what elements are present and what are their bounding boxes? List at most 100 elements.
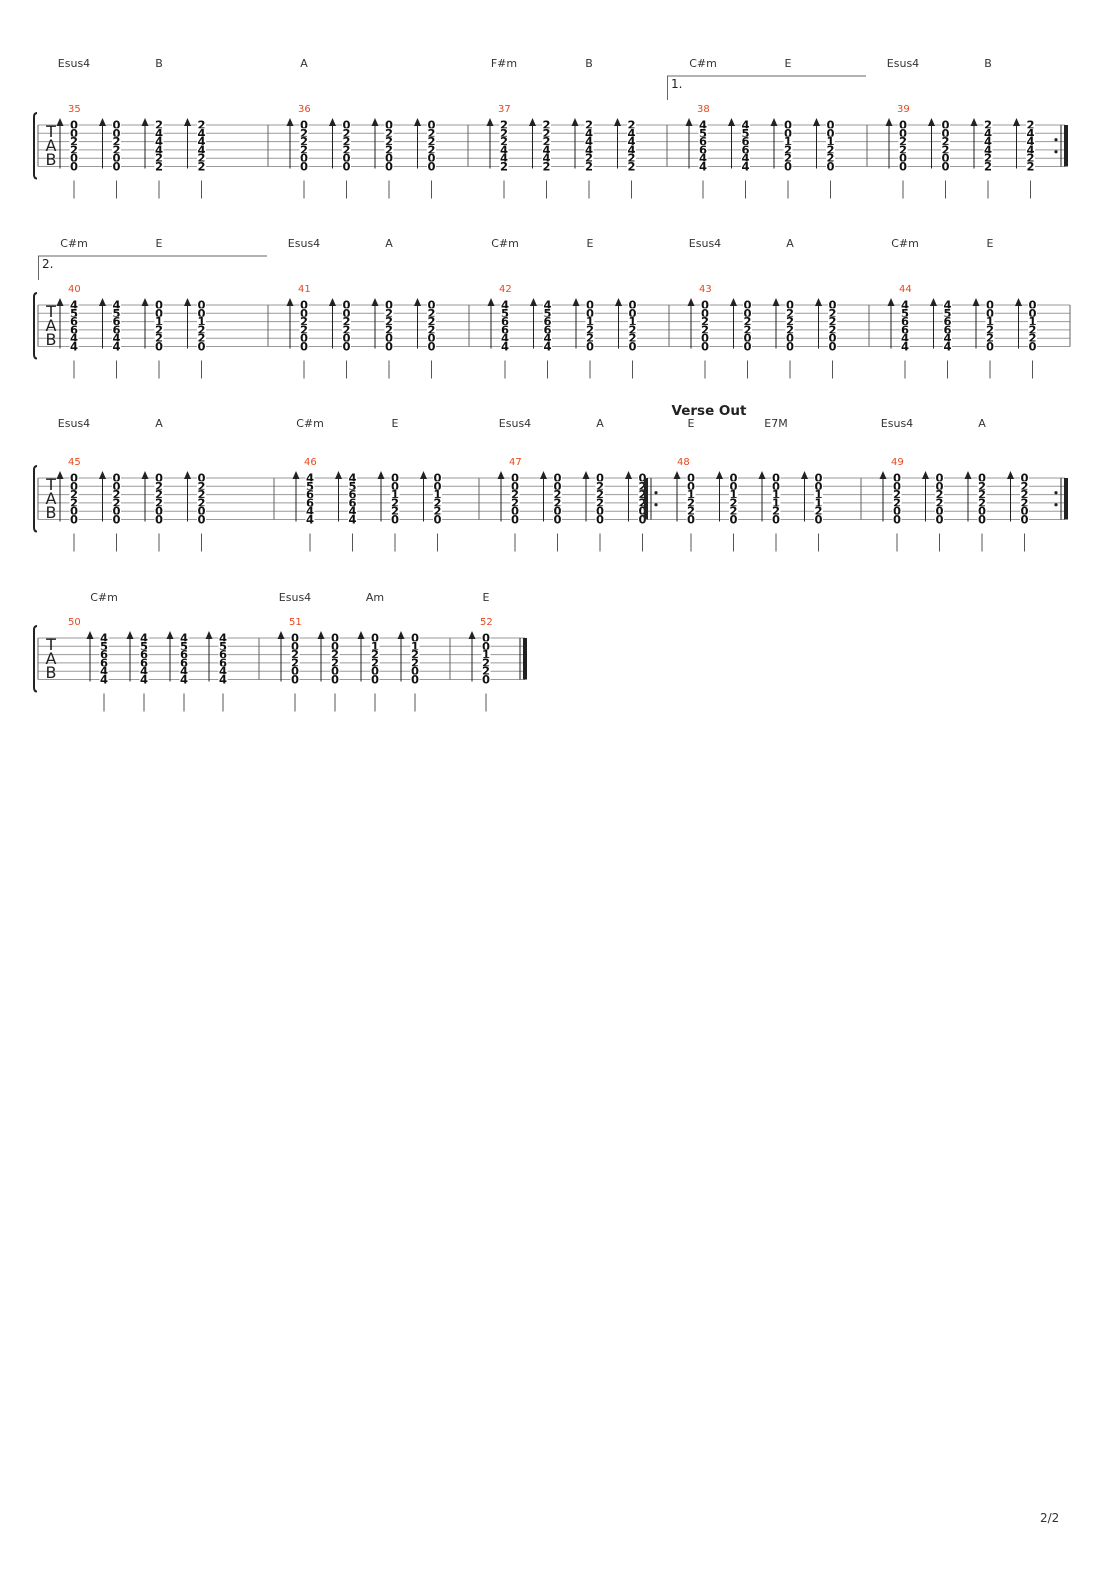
fret-number: 1 bbox=[784, 135, 792, 149]
measure-number: 40 bbox=[68, 284, 81, 295]
strum-arrow-icon bbox=[885, 118, 893, 126]
fret-number: 0 bbox=[893, 513, 901, 527]
chord-symbol: A bbox=[300, 57, 308, 70]
fret-bg bbox=[785, 316, 795, 327]
fret-bg bbox=[543, 333, 552, 344]
fret-number: 0 bbox=[300, 298, 308, 312]
fret-bg bbox=[729, 481, 738, 492]
fret-bg bbox=[197, 473, 206, 483]
strum-arrow-icon bbox=[540, 471, 547, 479]
fret-bg bbox=[139, 674, 149, 685]
fret-bg bbox=[510, 497, 520, 508]
fret-number: 1 bbox=[814, 496, 822, 510]
fret-bg bbox=[112, 324, 121, 335]
fret-bg bbox=[218, 649, 228, 660]
fret-number: 2 bbox=[197, 331, 205, 345]
fret-number: 4 bbox=[543, 298, 551, 312]
strum-arrow-icon bbox=[970, 118, 978, 126]
fret-bg bbox=[410, 674, 420, 685]
fret-bg bbox=[741, 136, 750, 147]
fret-bg bbox=[1020, 481, 1029, 492]
fret-number: 5 bbox=[699, 126, 707, 140]
strum-arrow-icon bbox=[377, 471, 385, 479]
fret-number: 6 bbox=[901, 323, 909, 337]
fret-bg bbox=[290, 657, 300, 668]
volta-number: 2. bbox=[42, 257, 53, 271]
fret-number: 2 bbox=[427, 306, 435, 320]
fret-bg bbox=[698, 120, 708, 130]
fret-number: 0 bbox=[893, 479, 901, 493]
fret-number: 4 bbox=[219, 664, 227, 678]
fret-bg bbox=[342, 153, 351, 164]
fret-number: 2 bbox=[1020, 496, 1028, 510]
fret-number: 2 bbox=[978, 496, 986, 510]
fret-bg bbox=[785, 308, 795, 319]
fret-bg bbox=[348, 489, 357, 500]
fret-number: 2 bbox=[385, 323, 393, 337]
fret-number: 2 bbox=[500, 135, 508, 149]
fret-bg bbox=[686, 506, 696, 517]
fret-number: 4 bbox=[100, 631, 108, 645]
fret-bg bbox=[700, 333, 710, 344]
fret-number: 0 bbox=[197, 504, 205, 518]
fret-bg bbox=[218, 657, 228, 668]
fret-bg bbox=[370, 674, 380, 685]
fret-bg bbox=[112, 497, 121, 508]
fret-bg bbox=[785, 324, 795, 335]
fret-number: 0 bbox=[385, 331, 393, 345]
fret-number: 2 bbox=[300, 315, 308, 329]
fret-number: 2 bbox=[627, 160, 635, 174]
fret-number: 2 bbox=[197, 160, 205, 174]
fret-bg bbox=[218, 641, 228, 652]
fret-number: 0 bbox=[978, 504, 986, 518]
fret-bg bbox=[785, 341, 795, 352]
measure-number: 44 bbox=[899, 284, 912, 295]
fret-bg bbox=[941, 128, 950, 139]
fret-bg bbox=[900, 341, 910, 352]
fret-bg bbox=[500, 300, 510, 310]
fret-number: 0 bbox=[638, 471, 646, 485]
strum-arrow-icon bbox=[56, 298, 64, 306]
strum-arrow-icon bbox=[317, 631, 325, 639]
fret-bg bbox=[771, 506, 781, 517]
fret-bg bbox=[481, 657, 491, 668]
fret-bg bbox=[743, 333, 752, 344]
fret-bg bbox=[892, 473, 902, 483]
strum-arrow-icon bbox=[397, 631, 405, 639]
chord-symbol: A bbox=[155, 417, 163, 430]
fret-number: 4 bbox=[180, 664, 188, 678]
fret-number: 1 bbox=[687, 488, 695, 502]
strum-arrow-icon bbox=[99, 471, 106, 479]
fret-number: 0 bbox=[814, 471, 822, 485]
fret-bg bbox=[197, 308, 206, 319]
fret-number: 2 bbox=[411, 656, 419, 670]
repeat-dot bbox=[1054, 138, 1058, 142]
fret-bg bbox=[390, 473, 400, 483]
strum-arrow-icon bbox=[529, 118, 536, 126]
fret-bg bbox=[826, 161, 835, 172]
fret-bg bbox=[1020, 514, 1029, 525]
fret-number: 2 bbox=[300, 143, 308, 157]
fret-bg bbox=[112, 489, 121, 500]
fret-number: 2 bbox=[743, 315, 751, 329]
fret-number: 2 bbox=[155, 160, 163, 174]
repeat-dot bbox=[654, 491, 658, 495]
fret-number: 0 bbox=[70, 513, 78, 527]
fret-bg bbox=[743, 341, 752, 352]
fret-number: 0 bbox=[482, 631, 490, 645]
fret-number: 2 bbox=[784, 151, 792, 165]
fret-number: 4 bbox=[741, 151, 749, 165]
fret-number: 0 bbox=[155, 471, 163, 485]
fret-bg bbox=[510, 514, 520, 525]
fret-number: 4 bbox=[112, 340, 120, 354]
fret-number: 0 bbox=[433, 479, 441, 493]
fret-number: 4 bbox=[699, 160, 707, 174]
fret-bg bbox=[543, 316, 552, 327]
chord-symbol: E bbox=[392, 417, 399, 430]
fret-bg bbox=[542, 153, 551, 164]
fret-number: 5 bbox=[100, 639, 108, 653]
strum-arrow-icon bbox=[329, 118, 336, 126]
fret-bg bbox=[427, 153, 436, 164]
fret-bg bbox=[553, 473, 562, 483]
fret-number: 4 bbox=[500, 143, 508, 157]
